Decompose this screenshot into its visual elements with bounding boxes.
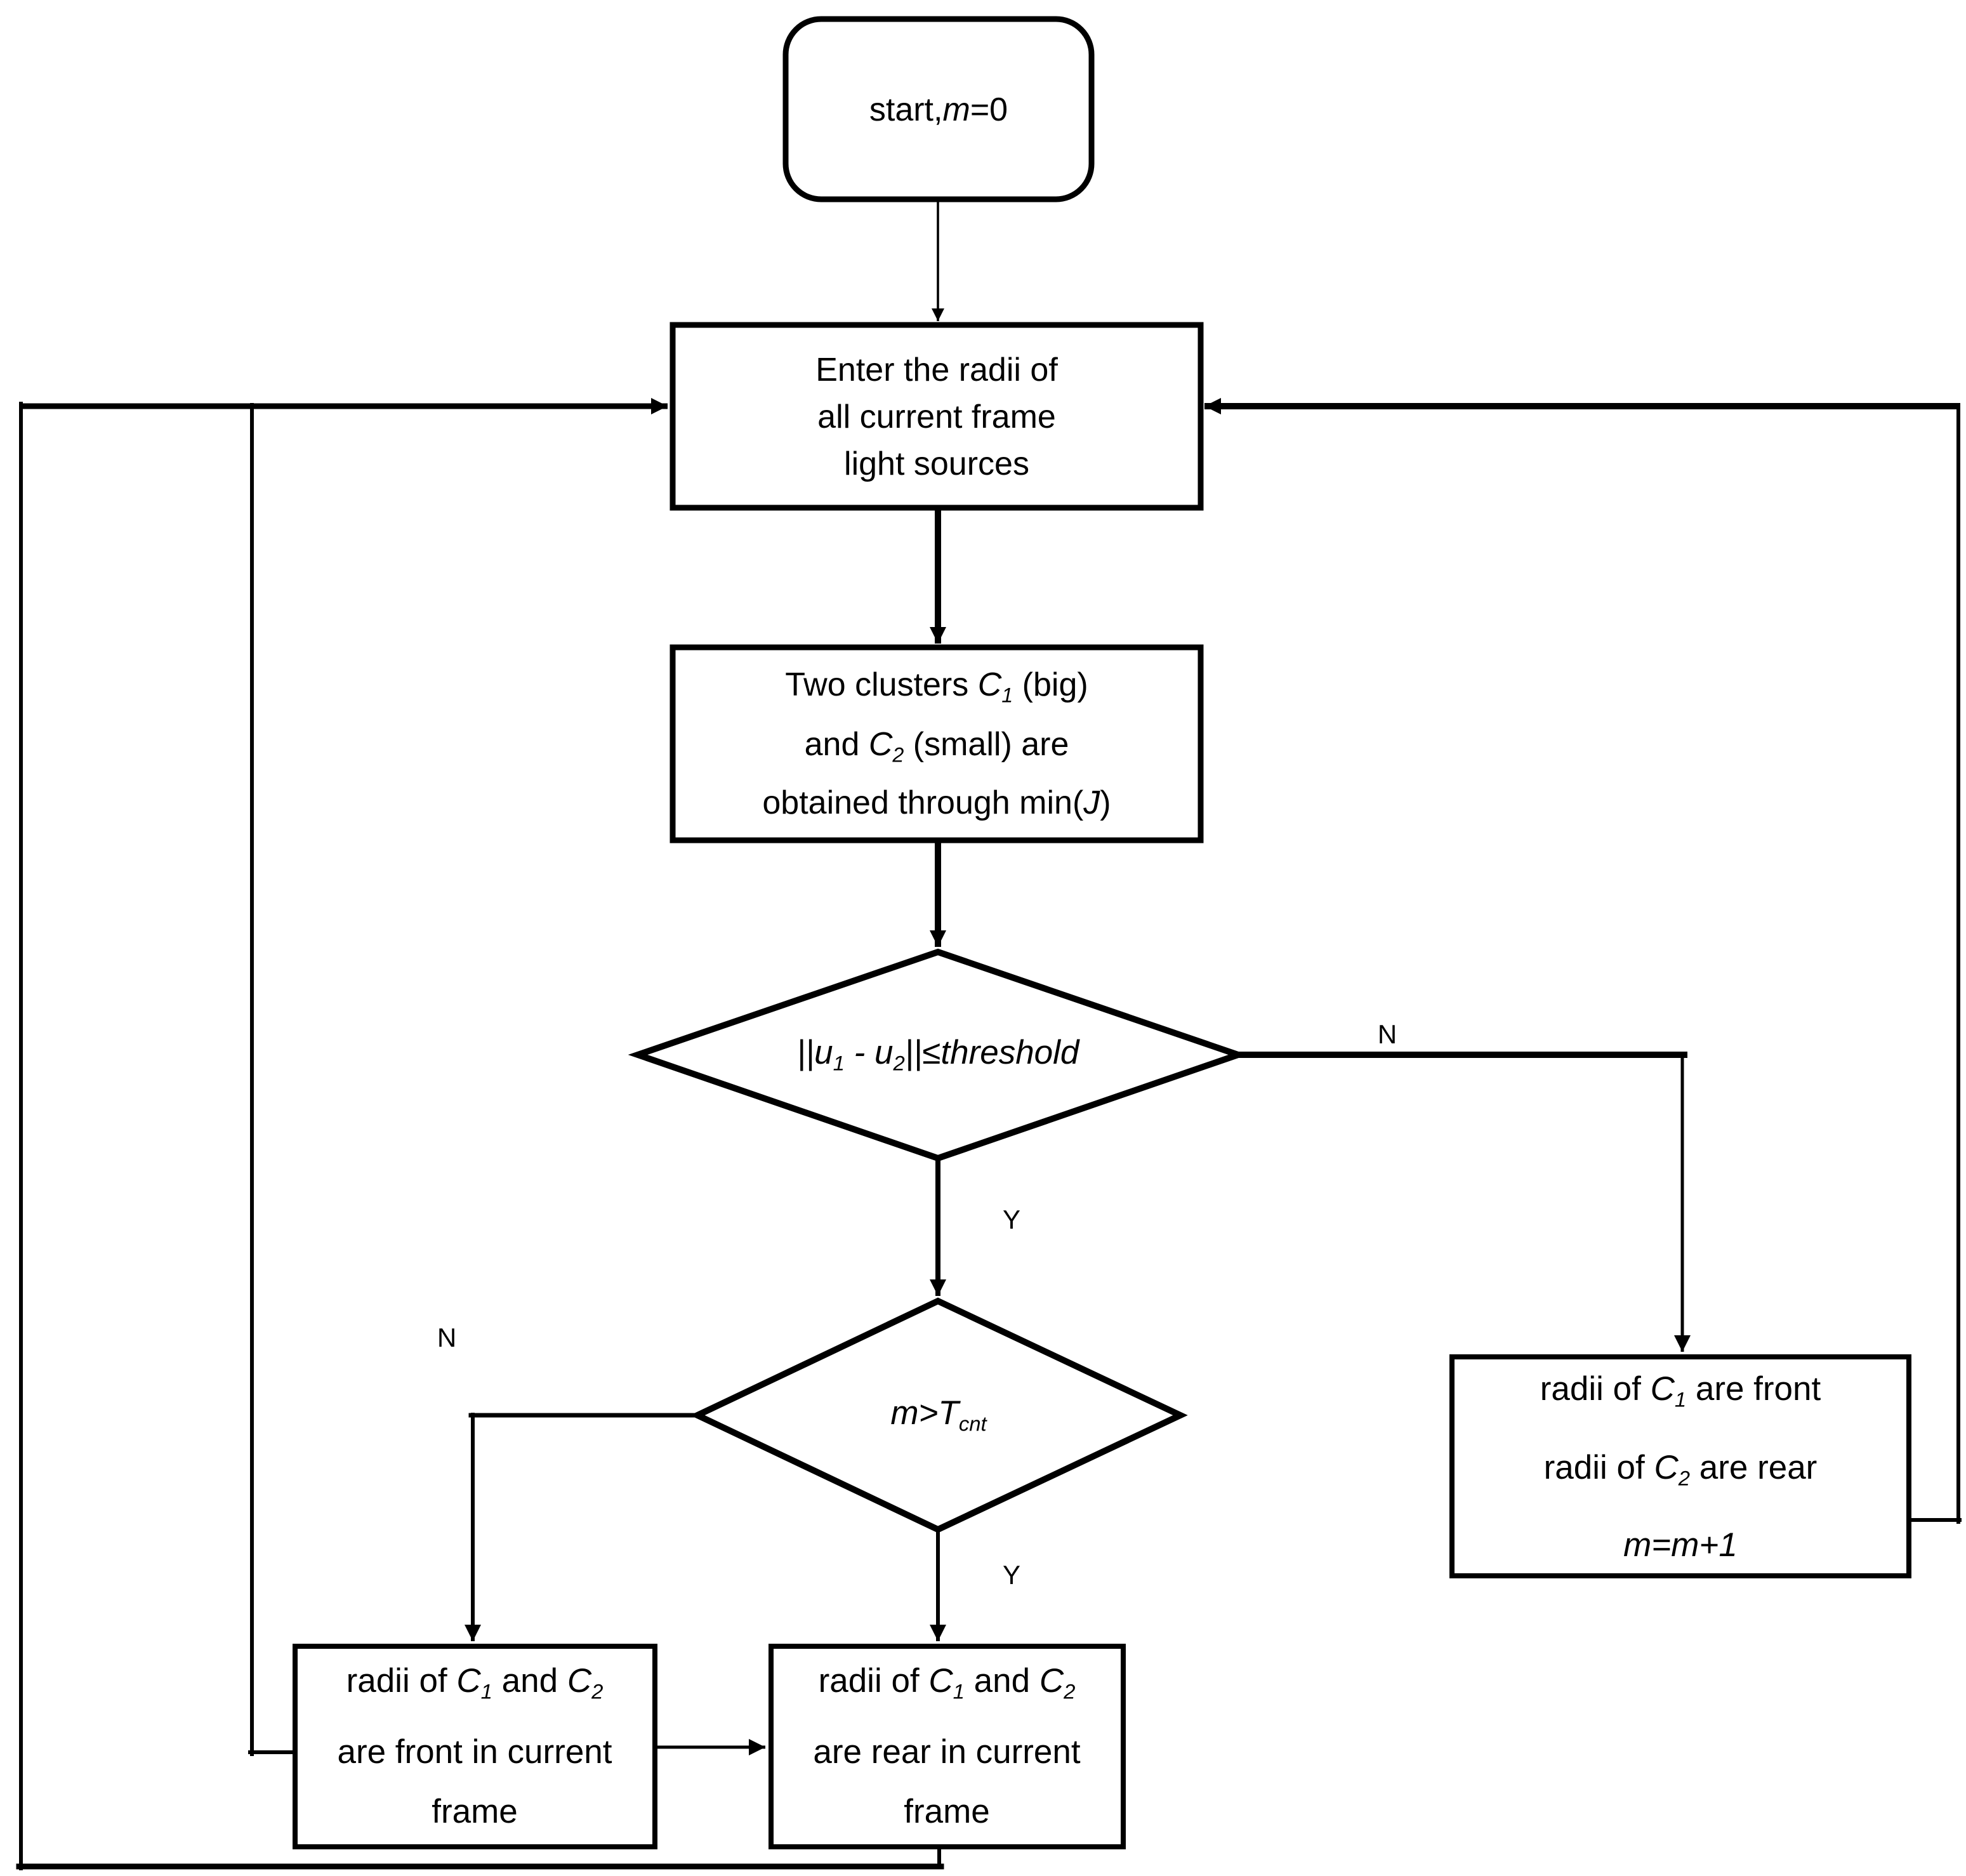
front-current-box <box>293 1644 657 1849</box>
front-rear-assign-box <box>1449 1354 1911 1578</box>
counter-decision-label: m>Tcnt <box>890 1393 987 1436</box>
counter-no-label: N <box>437 1323 457 1352</box>
threshold-decision-diamond <box>628 948 1248 1162</box>
enter-radii-box <box>670 322 1204 511</box>
rear-current-box <box>769 1644 1126 1849</box>
two-clusters-box <box>670 644 1204 843</box>
start-node <box>782 16 1095 202</box>
threshold-no-label: N <box>1377 1020 1397 1049</box>
threshold-decision-label: ||u1 - u2||≤threshold <box>796 1033 1079 1076</box>
start-node-label: start,m=0 <box>869 89 1008 128</box>
counter-yes-label: Y <box>1002 1561 1020 1590</box>
threshold-yes-label: Y <box>1002 1205 1020 1234</box>
counter-decision-diamond <box>690 1297 1188 1533</box>
